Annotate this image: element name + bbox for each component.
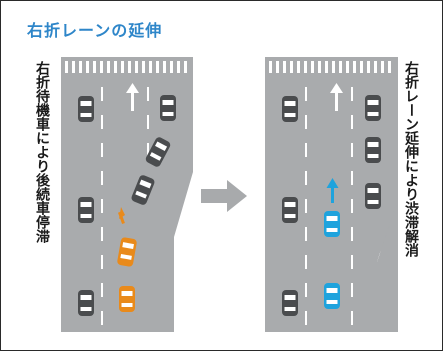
straight-arrow-icon — [330, 83, 343, 111]
car-gray-left-2 — [282, 197, 298, 223]
car-gray-left-1 — [282, 96, 298, 122]
turn-arrow-icon — [118, 207, 125, 224]
right-caption: 右折レーン延伸により渋滞解消 — [403, 61, 419, 257]
lane-markings — [101, 87, 149, 325]
straight-arrow-icon — [126, 83, 139, 111]
lane-markings — [305, 87, 353, 325]
car-orange-turning — [117, 237, 137, 267]
car-blue-1 — [324, 211, 340, 237]
car-gray-right-1 — [160, 95, 176, 121]
crosswalk — [65, 61, 187, 73]
car-orange-queued — [119, 286, 135, 312]
car-gray-angled-2 — [131, 175, 155, 205]
car-blue-2 — [324, 283, 340, 309]
crosswalk — [269, 61, 391, 73]
diagram-title: 右折レーンの延伸 — [27, 21, 163, 40]
road-surface — [61, 57, 193, 332]
car-gray-left-2 — [78, 197, 94, 223]
left-caption: 右折待機車により後続車停滞 — [34, 61, 50, 243]
car-gray-left-3 — [78, 290, 94, 316]
car-gray-left-3 — [282, 290, 298, 316]
car-gray-angled-1 — [145, 137, 171, 167]
right-arrow-icon — [201, 180, 247, 212]
car-gray-right-2 — [365, 137, 381, 163]
after-road-illustration — [265, 57, 398, 332]
car-gray-right-1 — [365, 95, 381, 121]
before-road-illustration — [61, 57, 193, 332]
car-gray-left-1 — [78, 96, 94, 122]
car-gray-right-3 — [365, 183, 381, 209]
blue-straight-arrow-icon — [326, 178, 339, 203]
